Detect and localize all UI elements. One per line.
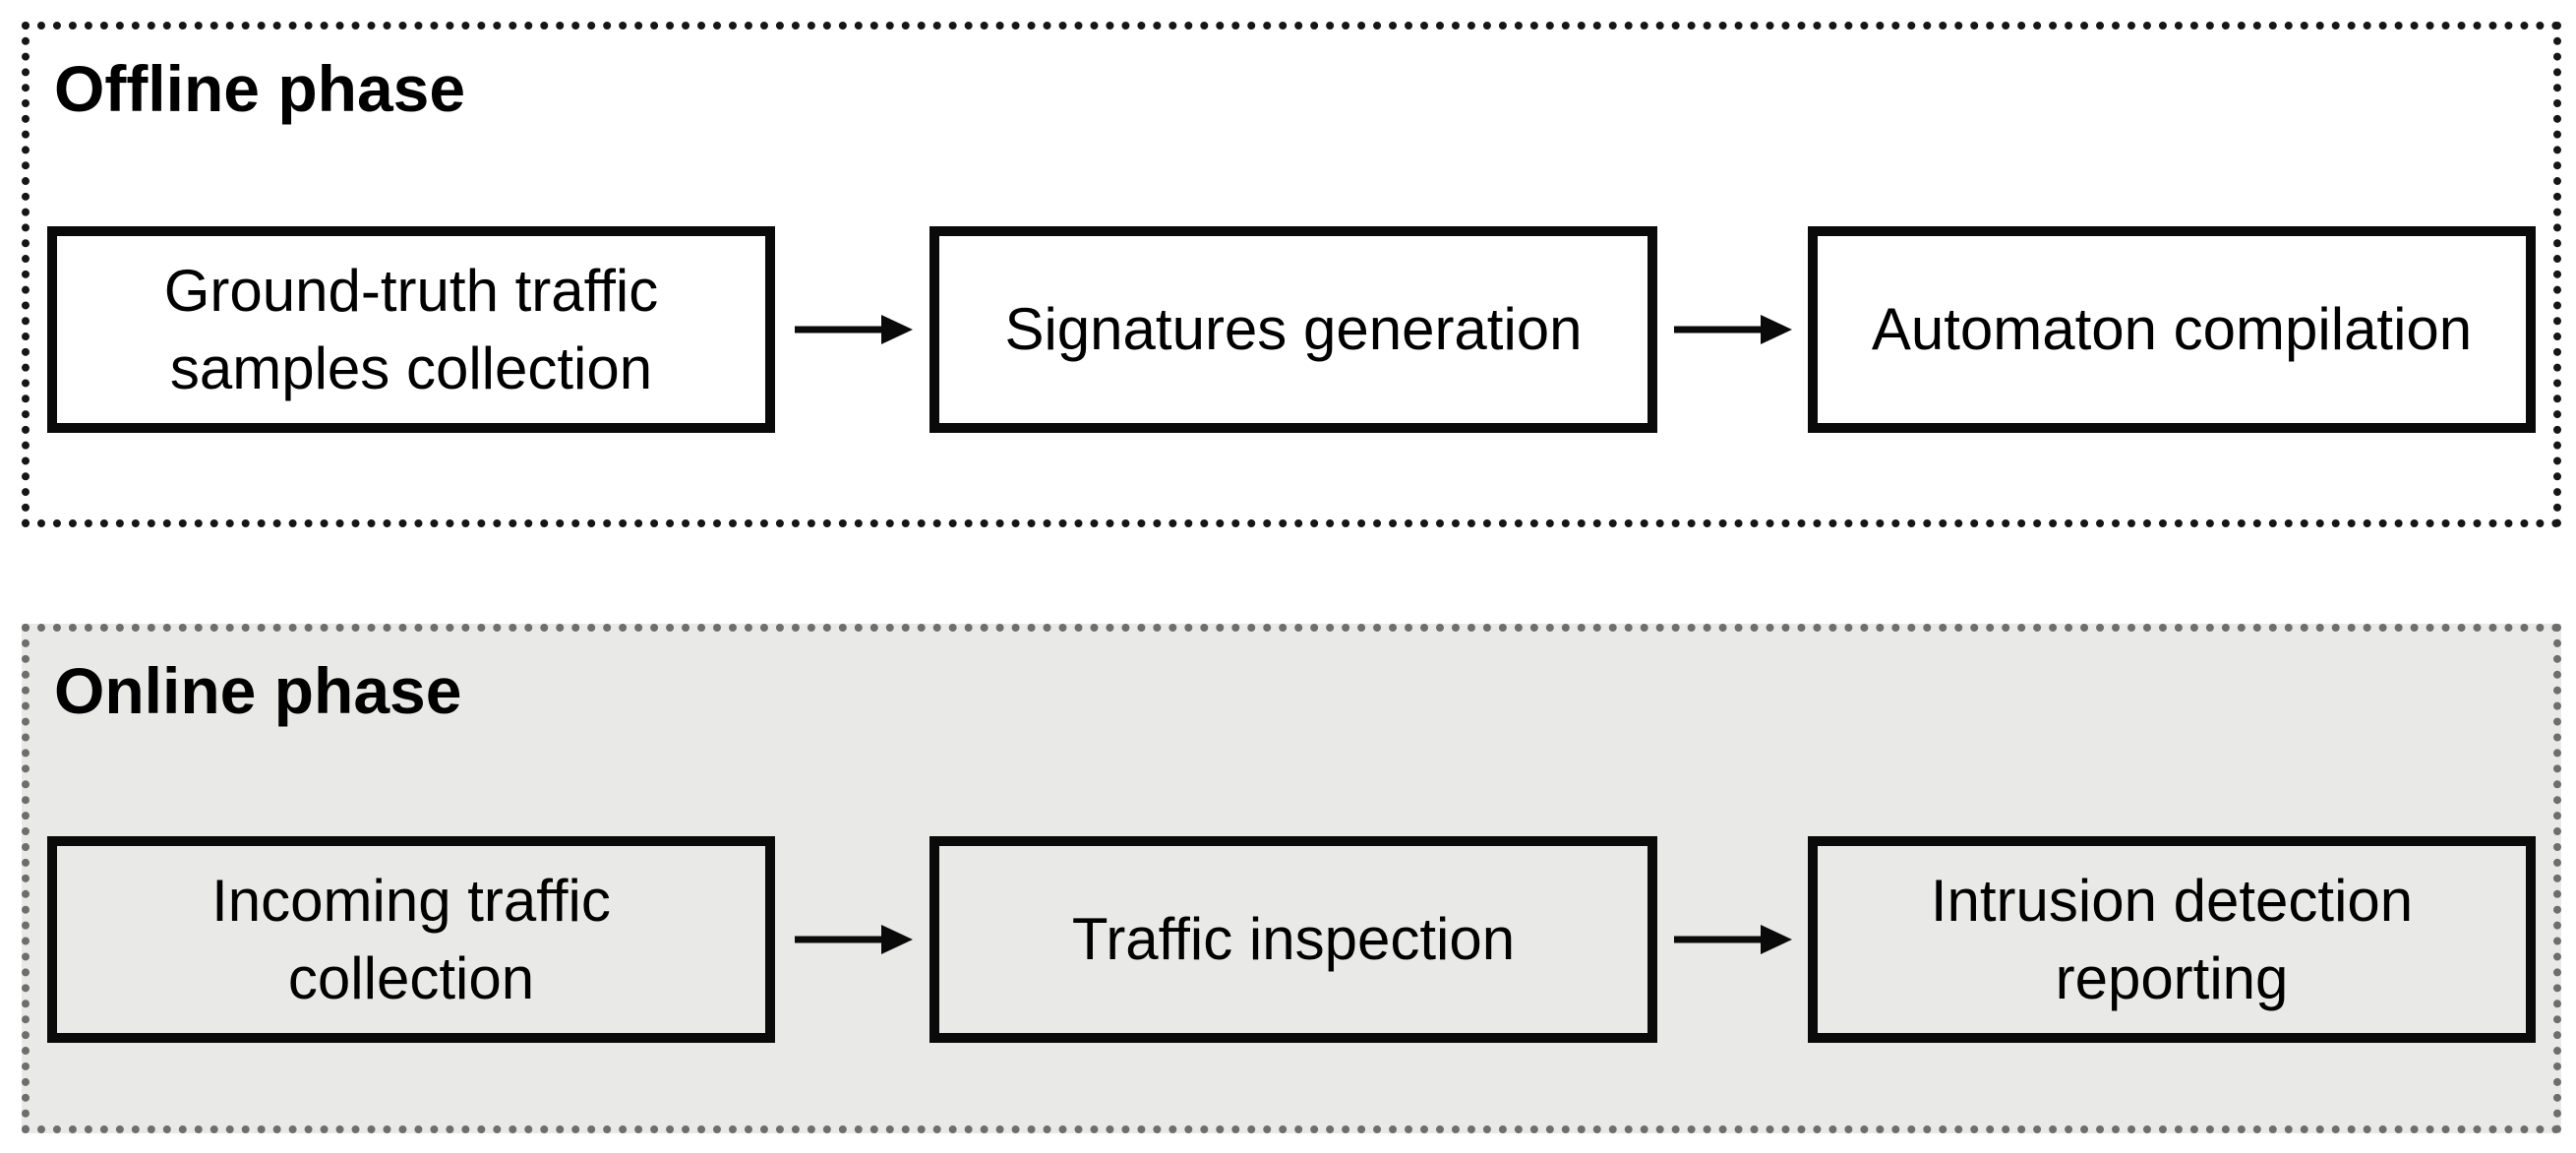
step-label: Ground-truth traffic samples collection — [163, 257, 659, 401]
flow-arrow-icon — [795, 918, 913, 961]
step-box-automaton-compilation: Automaton compilation — [1808, 226, 2536, 433]
online-phase-panel: Online phase Incoming traffic collection… — [22, 624, 2561, 1133]
step-box-traffic-inspection: Traffic inspection — [929, 836, 1657, 1043]
flow-arrow-icon — [1674, 308, 1792, 351]
step-box-ground-truth-collection: Ground-truth traffic samples collection — [47, 226, 775, 433]
offline-phase-title: Offline phase — [54, 52, 466, 125]
step-box-signatures-generation: Signatures generation — [929, 226, 1657, 433]
online-phase-title: Online phase — [54, 654, 462, 727]
step-box-incoming-traffic-collection: Incoming traffic collection — [47, 836, 775, 1043]
step-label: Intrusion detection reporting — [1930, 867, 2414, 1011]
step-label: Automaton compilation — [1871, 296, 2473, 363]
step-label: Incoming traffic collection — [211, 867, 611, 1011]
step-label: Signatures generation — [1004, 296, 1583, 363]
flow-arrow-icon — [1674, 918, 1792, 961]
flow-arrow-icon — [795, 308, 913, 351]
step-box-intrusion-detection-reporting: Intrusion detection reporting — [1808, 836, 2536, 1043]
step-label: Traffic inspection — [1071, 906, 1516, 973]
offline-phase-panel: Offline phase Ground-truth traffic sampl… — [22, 22, 2561, 527]
